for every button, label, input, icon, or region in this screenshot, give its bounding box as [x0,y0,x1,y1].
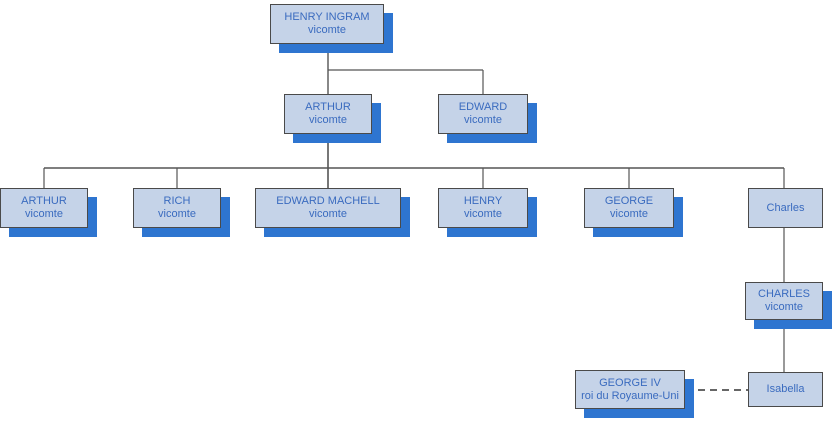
node-title: Charles [766,201,805,214]
node-isabella[interactable]: Isabella [748,372,823,407]
node-title: EDWARD [458,101,508,113]
node-title: Isabella [766,383,805,395]
node-subtitle: roi du Royaume-Uni [581,389,679,402]
node-subtitle: vicomte [158,208,196,220]
node-title: ARTHUR [21,195,67,207]
node-title: HENRY INGRAM [284,11,370,23]
node-title: CHARLES [758,288,810,300]
node-subtitle: vicomte [308,24,346,36]
node-subtitle: vicomte [610,208,648,220]
node-title: RICH [163,195,191,207]
node-title: EDWARD MACHELL [276,195,380,207]
node-subtitle: vicomte [464,114,502,126]
node-subtitle: vicomte [25,208,63,220]
node-title: GEORGE [604,195,654,207]
node-title: GEORGE IV [599,376,661,389]
node-charles-lower[interactable]: Charles [748,188,823,228]
node-subtitle: vicomte [309,208,347,220]
node-subtitle: vicomte [765,301,803,313]
node-title: HENRY [463,195,503,207]
node-subtitle: vicomte [309,114,347,126]
node-title: ARTHUR [305,101,351,113]
node-subtitle: vicomte [464,208,502,220]
